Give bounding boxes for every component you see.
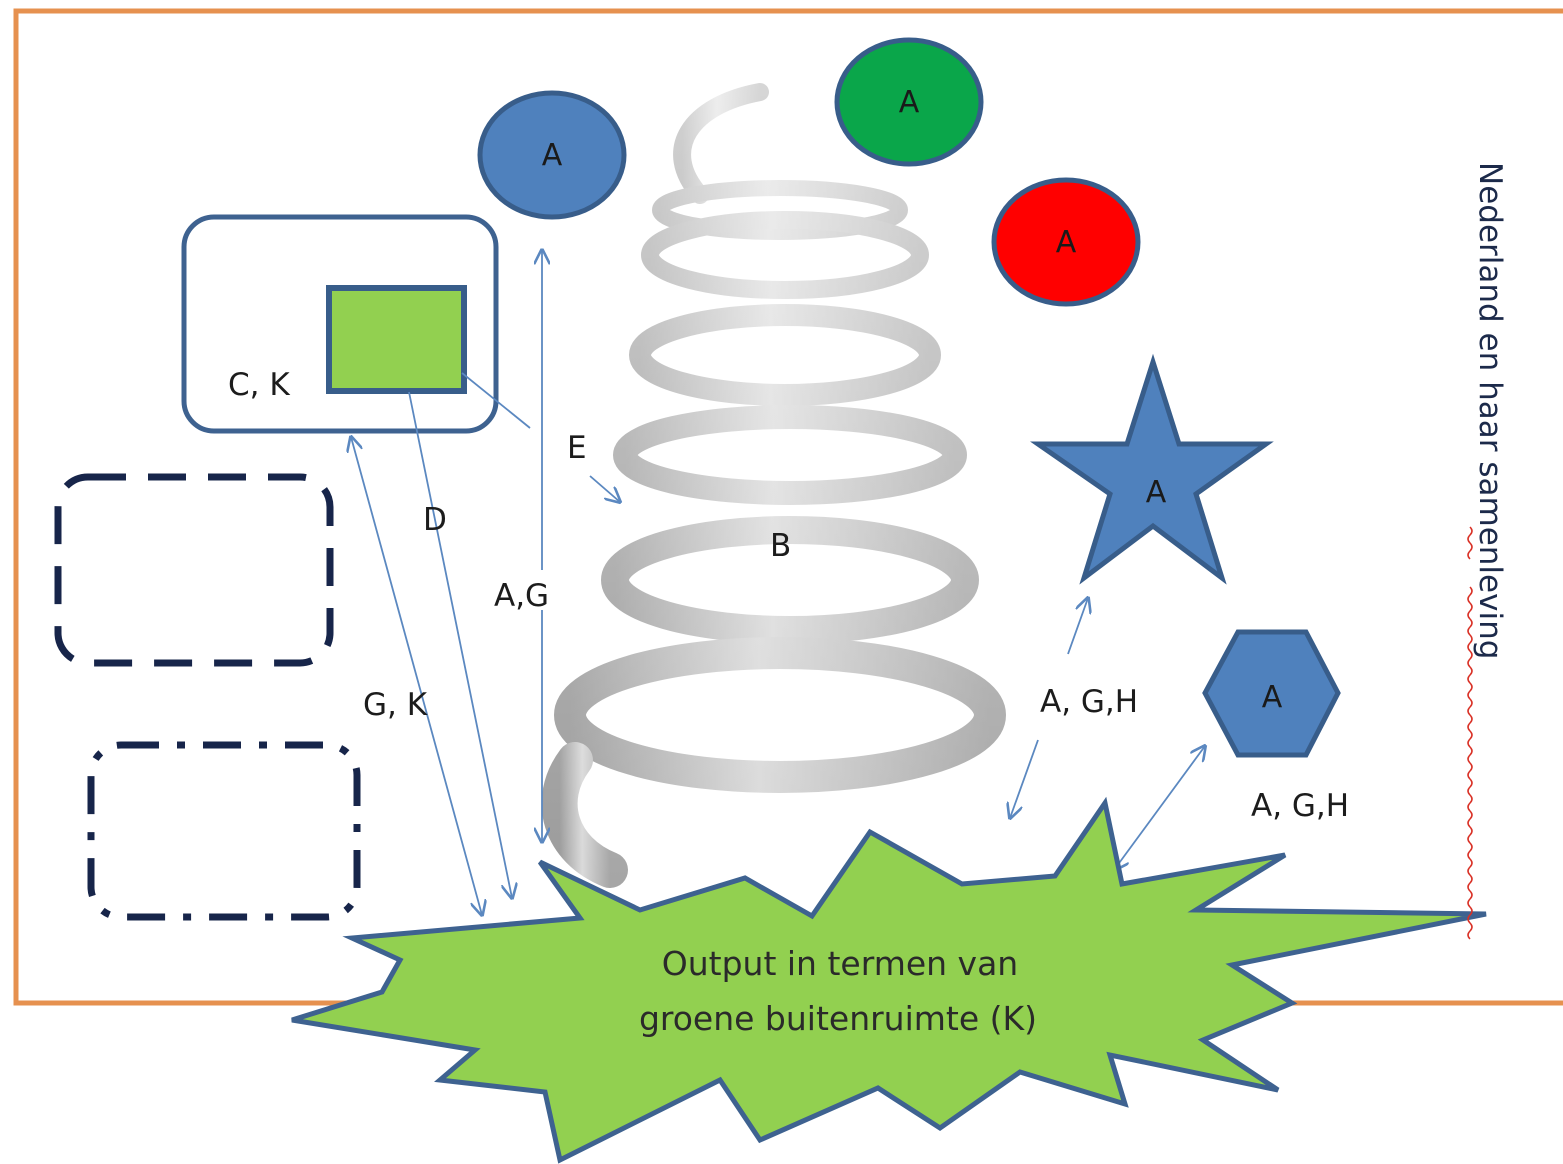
ck-green-square	[326, 285, 467, 394]
label-d: D	[423, 502, 447, 538]
side-title: Nederland en haar samenleving	[1472, 162, 1508, 659]
output-line2: groene buitenruimte (K)	[639, 999, 1037, 1038]
circle-red-label: A	[1056, 225, 1077, 260]
spellcheck-underline-2	[1467, 586, 1473, 940]
output-burst	[291, 796, 1487, 1164]
arrow-agh-hex	[1114, 746, 1205, 870]
side-title-group: Nederland en haar samenleving	[1467, 162, 1508, 940]
circle-blue-label: A	[542, 138, 563, 173]
label-gk: G, K	[363, 687, 428, 723]
arrow-agh-star-up	[1067, 598, 1088, 655]
label-b: B	[770, 528, 791, 564]
dashed-box	[54, 473, 334, 667]
arrow-d	[408, 391, 512, 898]
label-agh-star: A, G,H	[1040, 684, 1138, 720]
output-line1: Output in termen van	[662, 944, 1018, 983]
star-shape	[1030, 353, 1274, 585]
label-e: E	[567, 430, 587, 466]
star-label: A	[1146, 475, 1167, 510]
hexagon-label: A	[1262, 680, 1283, 715]
arrow-e-head	[589, 475, 620, 502]
arrow-e	[461, 372, 531, 429]
frame-border	[13, 8, 1563, 1006]
circle-red	[991, 177, 1141, 307]
dash-dot-box	[87, 741, 361, 921]
spring-coil	[541, 83, 1006, 888]
label-agh-hex: A, G,H	[1251, 788, 1349, 824]
circle-green	[834, 37, 984, 167]
arrows	[351, 250, 1205, 915]
arrow-gk	[351, 437, 482, 915]
circle-green-label: A	[899, 85, 920, 120]
hexagon-shape	[1202, 629, 1341, 758]
spellcheck-underline-1	[1467, 526, 1473, 560]
label-ag: A,G	[494, 578, 549, 614]
arrow-agh-star-down	[1010, 739, 1039, 818]
ck-label: C, K	[228, 367, 290, 403]
circle-blue	[477, 90, 627, 220]
